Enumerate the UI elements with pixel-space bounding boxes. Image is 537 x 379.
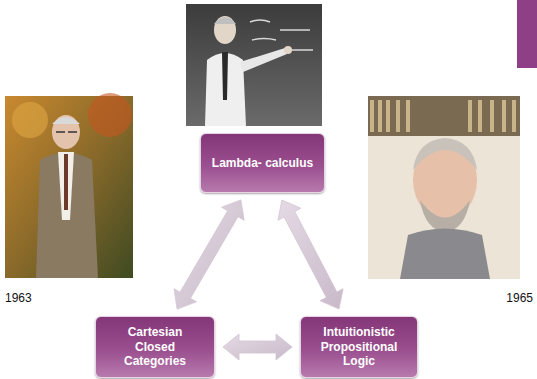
double-arrow bbox=[174, 200, 244, 309]
process-box: Cartesian Closed Categories bbox=[95, 316, 215, 378]
process-box: Lambda- calculus bbox=[200, 133, 325, 193]
box-label: Intuitionistic Propositional Logic bbox=[311, 325, 407, 368]
blackboard-photo bbox=[186, 4, 322, 126]
box-label: Lambda- calculus bbox=[212, 156, 313, 170]
process-box: Intuitionistic Propositional Logic bbox=[300, 316, 418, 378]
portrait-photo-right bbox=[368, 96, 520, 279]
double-arrow bbox=[223, 334, 292, 360]
box-label: Cartesian Closed Categories bbox=[106, 325, 204, 368]
year-label: 1965 bbox=[506, 291, 533, 305]
portrait-photo-left bbox=[5, 93, 133, 278]
accent-bar bbox=[517, 0, 537, 68]
double-arrow bbox=[278, 200, 343, 309]
year-label: 1963 bbox=[5, 291, 32, 305]
